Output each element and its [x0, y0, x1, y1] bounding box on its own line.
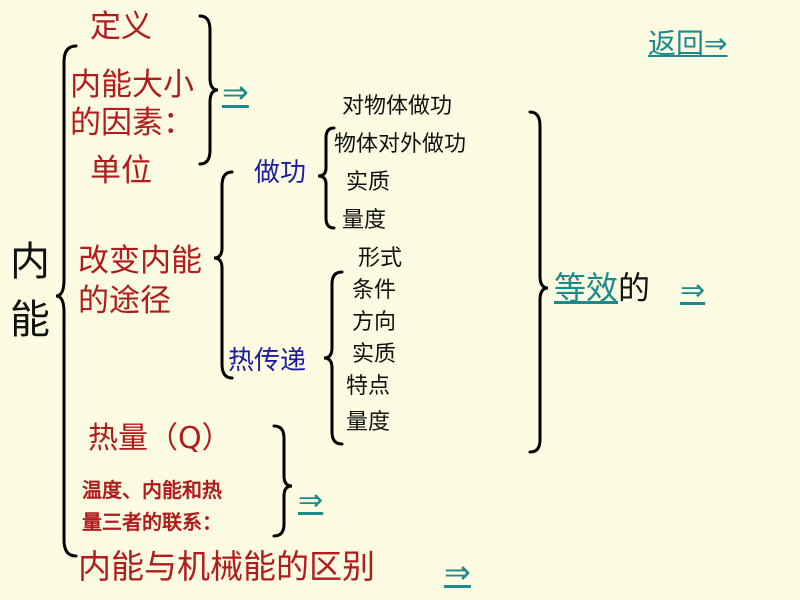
heat-transfer-item-2: 条件 [352, 278, 397, 303]
change-label-line2: 的途径 [78, 283, 171, 319]
definition-label: 定义 [90, 9, 152, 45]
work-item-3: 实质 [346, 170, 391, 195]
root-char-1: 内 [10, 239, 50, 285]
work-label: 做功 [254, 158, 307, 188]
heat-transfer-brace [323, 270, 344, 446]
back-button[interactable]: 返回⇒ [648, 27, 728, 60]
heat-transfer-label: 热传递 [228, 346, 307, 376]
equivalence-brace [528, 110, 549, 454]
factors-label-line1: 内能大小 [70, 67, 194, 103]
relation-label-line2: 量三者的联系： [82, 510, 222, 534]
difference-link-arrow[interactable]: ⇒ [444, 553, 471, 591]
heat-transfer-item-1: 形式 [358, 246, 403, 271]
heat-transfer-item-3: 方向 [352, 310, 397, 335]
equivalent-link-arrow[interactable]: ⇒ [680, 273, 706, 308]
factors-label-line2: 的因素： [70, 105, 194, 141]
factors-link-arrow[interactable]: ⇒ [222, 73, 249, 111]
heat-group-brace [272, 424, 293, 538]
root-char-2: 能 [10, 297, 50, 343]
unit-label: 单位 [90, 153, 152, 189]
difference-label: 内能与机械能的区别 [78, 547, 375, 586]
work-brace [317, 126, 336, 230]
equivalent-link[interactable]: 等效 [554, 269, 619, 307]
heat-label: 热量（Q） [88, 421, 232, 456]
change-brace [213, 170, 234, 380]
heat-transfer-item-4: 实质 [352, 342, 397, 367]
relation-label-line1: 温度、内能和热 [82, 478, 222, 502]
change-label-line1: 改变内能 [78, 243, 202, 279]
equivalent-suffix: 的 [618, 269, 651, 307]
work-item-1: 对物体做功 [342, 94, 453, 119]
root-brace [55, 44, 78, 558]
top-group-brace [198, 14, 219, 166]
work-item-4: 量度 [342, 208, 387, 233]
work-item-2: 物体对外做功 [334, 132, 467, 157]
heat-transfer-item-5: 特点 [346, 374, 391, 399]
relation-link-arrow[interactable]: ⇒ [298, 483, 324, 518]
heat-transfer-item-6: 量度 [346, 410, 391, 435]
